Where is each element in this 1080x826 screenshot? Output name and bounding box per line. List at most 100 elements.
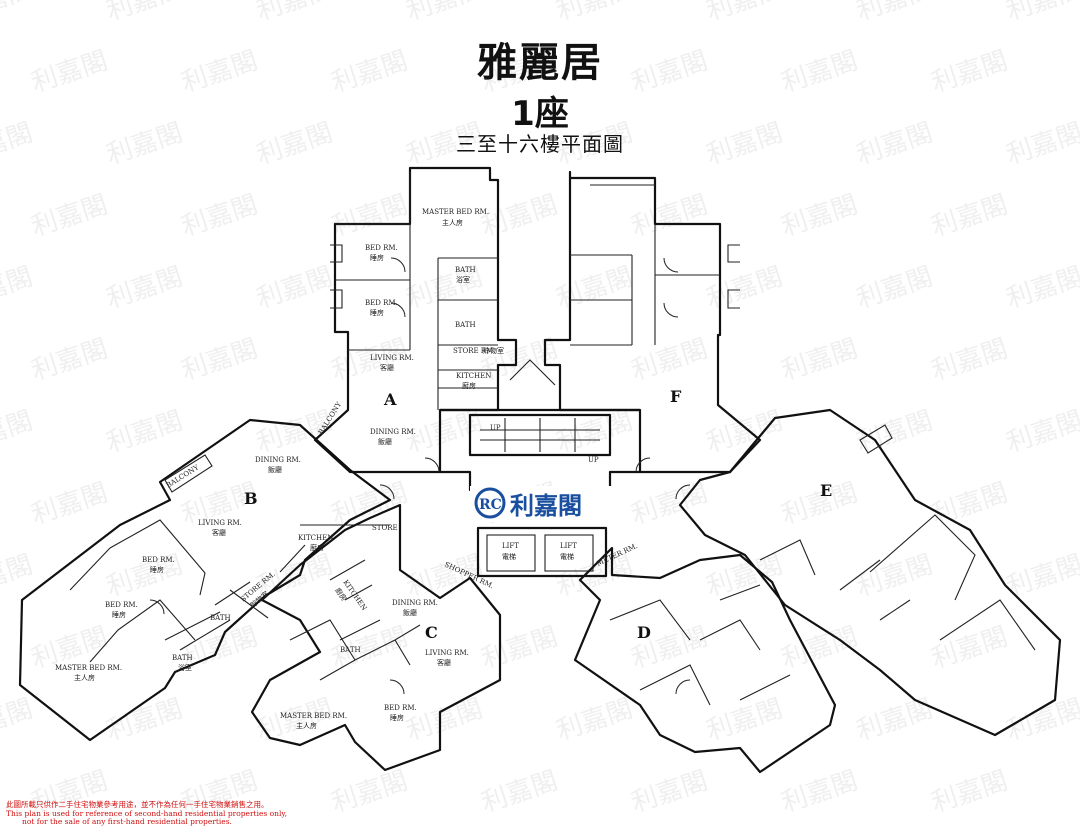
room-label-a-kitchen-zh: 廚房 xyxy=(462,381,476,390)
watermark-text: 利嘉閣 xyxy=(853,262,936,315)
watermark-text: 利嘉閣 xyxy=(103,0,186,27)
watermark-text: 利嘉閣 xyxy=(928,334,1011,387)
room-label-a-store-zh: 貯物室 xyxy=(483,346,504,355)
unit-letters: A B C D E F xyxy=(244,387,832,642)
room-label-c-master: MASTER BED RM. xyxy=(280,712,347,720)
logo-emblem-letters: RC xyxy=(479,497,502,513)
watermark-text: 利嘉閣 xyxy=(1078,478,1080,531)
room-label-a-living-zh: 客廳 xyxy=(380,363,394,372)
block-label: 1座 xyxy=(511,94,569,134)
watermark-text: 利嘉閣 xyxy=(778,190,861,243)
watermark-text: 利嘉閣 xyxy=(253,262,336,315)
watermark-text: 利嘉閣 xyxy=(778,622,861,675)
room-label-c-living: LIVING RM. xyxy=(425,649,469,657)
watermark-text: 利嘉閣 xyxy=(628,334,711,387)
lift-2-label: LIFT xyxy=(560,542,577,550)
room-label-a-bath-1: BATH xyxy=(455,266,476,274)
page-title: 雅麗居 xyxy=(477,40,603,86)
disclaimer-zh: 此圖所載只供作二手住宅物業參考用途，並不作為任何一手住宅物業銷售之用。 xyxy=(6,800,269,809)
room-label-a-master-bed: MASTER BED RM. xyxy=(422,208,489,216)
watermark-text: 利嘉閣 xyxy=(403,0,486,27)
watermark-text: 利嘉閣 xyxy=(253,694,336,747)
room-label-c-dining: DINING RM. xyxy=(392,599,438,607)
unit-letter-f: F xyxy=(670,387,682,406)
logo-emblem-icon xyxy=(474,487,506,519)
watermark-text: 利嘉閣 xyxy=(853,550,936,603)
room-label-c-living-zh: 客廳 xyxy=(437,658,451,667)
watermark-text: 利嘉閣 xyxy=(853,694,936,747)
watermark-text: 利嘉閣 xyxy=(628,190,711,243)
unit-letter-b: B xyxy=(244,489,258,508)
room-label-a-bed-2: BED RM. xyxy=(365,299,398,307)
watermark-text: 利嘉閣 xyxy=(103,262,186,315)
watermark-text: 利嘉閣 xyxy=(1003,694,1080,747)
watermark-text: 利嘉閣 xyxy=(328,190,411,243)
room-label-c-master-zh: 主人房 xyxy=(296,721,317,730)
room-label-a-dining: DINING RM. xyxy=(370,428,416,436)
watermark-text: 利嘉閣 xyxy=(703,406,786,459)
watermark-text: 利嘉閣 xyxy=(0,0,36,27)
watermark-text: 利嘉閣 xyxy=(478,766,561,819)
watermark-text: 利嘉閣 xyxy=(1003,0,1080,27)
watermark-text: 利嘉閣 xyxy=(1078,46,1080,99)
watermark-text: 利嘉閣 xyxy=(28,334,111,387)
stair-up-label-1: UP xyxy=(490,424,501,432)
unit-letter-a: A xyxy=(383,390,397,409)
watermark-text: 利嘉閣 xyxy=(928,190,1011,243)
room-label-b-kitchen-zh: 廚房 xyxy=(310,543,324,552)
room-label-b-bath-1: BATH xyxy=(210,614,231,622)
room-label-b-bath-2: BATH xyxy=(172,654,193,662)
watermark-text: 利嘉閣 xyxy=(1078,190,1080,243)
watermark-text: 利嘉閣 xyxy=(1078,766,1080,819)
watermark-text: 利嘉閣 xyxy=(1003,406,1080,459)
unit-letter-e: E xyxy=(820,481,832,500)
room-label-b-kitchen: KITCHEN xyxy=(298,534,333,542)
watermark-text: 利嘉閣 xyxy=(28,190,111,243)
unit-f-outline xyxy=(543,170,762,474)
room-label-b-dining: DINING RM. xyxy=(255,456,301,464)
room-label-c-dining-zh: 飯廳 xyxy=(403,608,417,617)
room-label-b-master: MASTER BED RM. xyxy=(55,664,122,672)
watermark-text: 利嘉閣 xyxy=(778,334,861,387)
watermark-text: 利嘉閣 xyxy=(403,694,486,747)
watermark-text: 利嘉閣 xyxy=(178,334,261,387)
room-label-c-bath: BATH xyxy=(340,646,361,654)
watermark-text: 利嘉閣 xyxy=(1078,622,1080,675)
lift-2-label-zh: 電梯 xyxy=(560,552,574,561)
watermark-text: 利嘉閣 xyxy=(478,190,561,243)
agency-logo: RC 利嘉閣 xyxy=(470,486,620,522)
watermark-text: 利嘉閣 xyxy=(703,694,786,747)
watermark-text: 利嘉閣 xyxy=(0,262,36,315)
room-label-b-bed-2: BED RM. xyxy=(105,601,138,609)
watermark-text: 利嘉閣 xyxy=(778,766,861,819)
watermark-text: 利嘉閣 xyxy=(553,262,636,315)
stair-up-label-2: UP xyxy=(588,456,599,464)
watermark-text: 利嘉閣 xyxy=(853,0,936,27)
unit-b-outline xyxy=(18,418,392,742)
watermark-text: 利嘉閣 xyxy=(478,622,561,675)
watermark-text: 利嘉閣 xyxy=(553,694,636,747)
watermark-text: 利嘉閣 xyxy=(928,478,1011,531)
watermark-text: 利嘉閣 xyxy=(928,622,1011,675)
watermark-text: 利嘉閣 xyxy=(28,478,111,531)
room-label-b-living-zh: 客廳 xyxy=(212,528,226,537)
room-label-a-kitchen: KITCHEN xyxy=(456,372,491,380)
room-label-a-master-bed-zh: 主人房 xyxy=(442,218,463,227)
watermark-text: 利嘉閣 xyxy=(103,406,186,459)
lift-block xyxy=(476,526,608,578)
room-label-c-bed-zh: 睡房 xyxy=(390,713,404,722)
unit-c-outline xyxy=(250,503,502,772)
watermark-text: 利嘉閣 xyxy=(628,478,711,531)
watermark-text: 利嘉閣 xyxy=(928,766,1011,819)
watermark-text: 利嘉閣 xyxy=(178,190,261,243)
watermark-text: 利嘉閣 xyxy=(0,694,36,747)
disclaimer-en-line-2: not for the sale of any first-hand resid… xyxy=(22,817,232,826)
watermark-text: 利嘉閣 xyxy=(0,550,36,603)
watermark-text: 利嘉閣 xyxy=(1003,262,1080,315)
unit-letter-d: D xyxy=(637,623,651,642)
room-label-a-bed-1: BED RM. xyxy=(365,244,398,252)
unit-d-outline xyxy=(573,546,837,774)
disclaimer-en-line-1: This plan is used for reference of secon… xyxy=(6,809,288,818)
room-label-a-store: STORE RM. xyxy=(453,347,495,355)
room-label-b-bath-2-zh: 浴室 xyxy=(178,663,192,672)
